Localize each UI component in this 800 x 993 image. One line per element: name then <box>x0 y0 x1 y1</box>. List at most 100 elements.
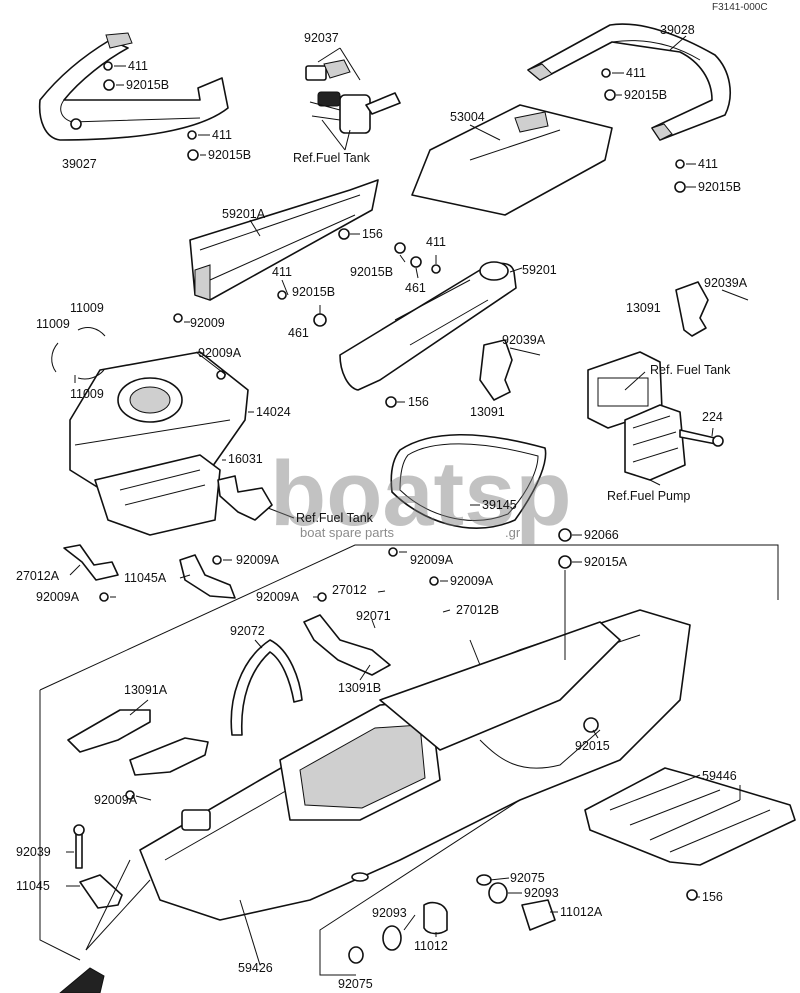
diagram-code: F3141-000C <box>712 2 768 13</box>
label-13091B: 13091B <box>338 681 381 695</box>
label-411-b: 411 <box>212 128 232 142</box>
label-92015A: 92015A <box>584 555 628 569</box>
cap-92093 <box>382 882 508 951</box>
label-11045: 11045 <box>16 879 50 893</box>
label-92009A-d: 92009A <box>410 553 454 567</box>
watermark: boatsp .gr boat spare parts <box>270 443 572 545</box>
label-ref-fuel-tank-2: Ref. Fuel Tank <box>650 363 731 377</box>
hull-group-boundary <box>39 544 779 691</box>
bracket-11045 <box>79 874 123 909</box>
label-39028: 39028 <box>660 23 695 37</box>
strap-92072 <box>230 639 303 736</box>
label-14024: 14024 <box>256 405 291 419</box>
watermark-suffix: .gr <box>505 525 521 540</box>
label-411-c: 411 <box>626 66 646 80</box>
label-92009A-e: 92009A <box>256 590 300 604</box>
bracket-13091B <box>303 614 391 676</box>
label-39145: 39145 <box>482 498 517 512</box>
label-ref-fuel-pump: Ref.Fuel Pump <box>607 489 690 503</box>
label-92075-a: 92075 <box>510 871 545 885</box>
clip-13091A <box>67 709 209 776</box>
label-59201: 59201 <box>522 263 557 277</box>
label-59426: 59426 <box>238 961 273 975</box>
screw-224 <box>679 429 724 447</box>
label-92009A-c: 92009A <box>36 590 80 604</box>
label-461-b: 461 <box>405 281 426 295</box>
label-13091-b: 13091 <box>470 405 505 419</box>
plug-92039 <box>73 824 85 869</box>
label-ref-fuel-tank-3: Ref.Fuel Tank <box>296 511 374 525</box>
label-92009A-f: 92009A <box>450 574 494 588</box>
watermark-tagline: boat spare parts <box>300 525 394 540</box>
bracket-left <box>217 475 273 521</box>
label-92039A-a: 92039A <box>704 276 748 290</box>
holder-13091-upper <box>675 281 709 337</box>
label-92009A-g: 92009A <box>94 793 138 807</box>
label-92039A-b: 92039A <box>502 333 546 347</box>
label-92039: 92039 <box>16 845 51 859</box>
label-92015B-b: 92015B <box>208 148 251 162</box>
label-11009-a: 11009 <box>70 301 104 315</box>
front-arrow-icon <box>59 967 105 993</box>
label-411-d: 411 <box>698 157 718 171</box>
handle-bar-39028 <box>527 23 731 141</box>
label-11009-b: 11009 <box>36 317 70 331</box>
label-11012A: 11012A <box>560 905 603 919</box>
handle-bar-39027 <box>38 32 229 141</box>
label-27012B: 27012B <box>456 603 499 617</box>
label-11012: 11012 <box>414 939 448 953</box>
fuel-pump <box>624 404 686 481</box>
label-92066: 92066 <box>584 528 619 542</box>
label-92093-b: 92093 <box>372 906 407 920</box>
plate-59446 <box>584 767 796 866</box>
label-39027: 39027 <box>62 157 97 171</box>
label-92015B-d: 92015B <box>698 180 741 194</box>
washers-and-nuts <box>99 61 698 901</box>
label-11009-c: 11009 <box>70 387 104 401</box>
gaskets-11009 <box>51 327 106 380</box>
label-156-b: 156 <box>408 395 429 409</box>
label-11045A: 11045A <box>124 571 167 585</box>
hull-group-boundary-left <box>39 690 81 961</box>
label-92075-b: 92075 <box>338 977 373 991</box>
label-92015B-e: 92015B <box>292 285 335 299</box>
label-27012: 27012 <box>332 583 367 597</box>
label-92093-a: 92093 <box>524 886 559 900</box>
label-13091A: 13091A <box>124 683 168 697</box>
seal-39145 <box>390 433 547 529</box>
label-ref-fuel-tank-1: Ref.Fuel Tank <box>293 151 371 165</box>
hull-59426 <box>139 609 691 921</box>
fitting-11012 <box>423 901 448 935</box>
label-92009A-b: 92009A <box>236 553 280 567</box>
label-92071: 92071 <box>356 609 391 623</box>
label-92037: 92037 <box>304 31 339 45</box>
label-156-a: 156 <box>362 227 383 241</box>
label-92015: 92015 <box>575 739 610 753</box>
label-92072: 92072 <box>230 624 265 638</box>
label-53004: 53004 <box>450 110 485 124</box>
leader-lines <box>66 35 749 976</box>
part-labels: 39027 411 92015B 411 92015B 92037 Ref.Fu… <box>16 23 748 991</box>
label-411-f: 411 <box>426 235 446 249</box>
label-92009A-a: 92009A <box>198 346 242 360</box>
holder-13091-lower <box>479 339 513 401</box>
fuel-valve-92037 <box>305 59 401 134</box>
label-92009-a: 92009 <box>190 316 225 330</box>
air-box-16031 <box>94 454 221 536</box>
fitting-11012A <box>521 899 556 931</box>
label-59446: 59446 <box>702 769 737 783</box>
label-411-a: 411 <box>128 59 148 73</box>
label-92015B-a: 92015B <box>126 78 169 92</box>
label-92015B-f: 92015B <box>350 265 393 279</box>
label-92015B-c: 92015B <box>624 88 667 102</box>
label-224: 224 <box>702 410 723 424</box>
bracket-11045A <box>179 554 236 599</box>
label-59201A: 59201A <box>222 207 266 221</box>
bracket-27012A <box>63 544 119 581</box>
label-13091-a: 13091 <box>626 301 661 315</box>
seat-59201 <box>339 261 517 391</box>
label-411-e: 411 <box>272 265 292 279</box>
plug-92075 <box>348 874 492 964</box>
